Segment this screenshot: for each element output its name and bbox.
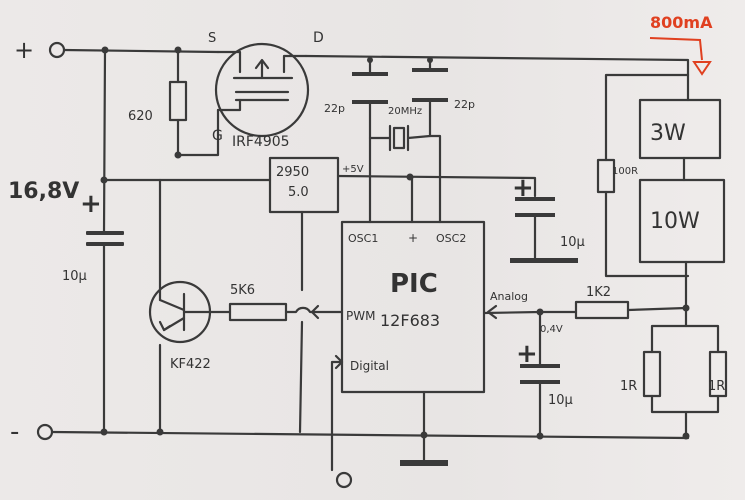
voltage-label: 16,8V — [8, 179, 79, 204]
load-series-resistor — [596, 158, 616, 194]
analog-capacitor-label: 10µ — [548, 393, 573, 408]
minus-label: - — [10, 417, 19, 447]
input-capacitor — [86, 231, 124, 246]
regulator-output-wire — [336, 174, 537, 198]
digital-input-terminal[interactable] — [335, 471, 353, 489]
transistor-label: KF422 — [170, 357, 211, 372]
led-10w — [638, 178, 726, 264]
gate-resistor-wire — [176, 48, 220, 157]
gate-resistor-label: 620 — [128, 109, 153, 124]
base-resistor — [228, 302, 288, 322]
pic-digital-label: Digital — [350, 359, 389, 373]
sense-resistor-a-label: 1R — [620, 379, 637, 394]
pic-analog-label: Analog — [490, 290, 528, 303]
current-label: 800mA — [650, 13, 713, 32]
analog-cap-plus: + — [516, 339, 538, 369]
current-arrow-head — [692, 61, 712, 76]
mosfet-source-label: S — [208, 31, 216, 46]
led-10w-label: 10W — [650, 209, 700, 234]
regulator-cap-plus: + — [512, 173, 534, 203]
pic-plus-label: + — [408, 231, 418, 245]
analog-wire — [482, 306, 688, 315]
led-3w-label: 3W — [650, 121, 686, 146]
pic-pwm-label: PWM — [346, 309, 375, 323]
pwm-wire — [284, 306, 344, 314]
input-capacitor-label: 10µ — [62, 269, 87, 284]
sense-network-wire — [650, 324, 720, 440]
npn-transistor — [148, 178, 232, 434]
ground-symbol — [400, 460, 448, 466]
load-series-resistor-label: 100R — [612, 166, 638, 177]
junction-dot — [101, 46, 109, 54]
top-rail-left — [62, 48, 220, 54]
input-cap-plus: + — [80, 189, 102, 219]
pic-title: PIC — [390, 269, 438, 299]
sense-resistor-a — [642, 350, 662, 398]
junction-dot — [156, 428, 164, 436]
mosfet-drain-label: D — [313, 30, 324, 46]
current-arrow — [649, 37, 703, 61]
junction-dot — [100, 428, 108, 436]
crystal — [368, 124, 432, 152]
regulator-output-label: +5V — [342, 164, 364, 175]
regulator-line2: 5.0 — [288, 185, 309, 200]
junction-dot — [174, 46, 182, 54]
feedback-resistor — [574, 300, 630, 320]
osc-capacitor-a — [352, 58, 388, 224]
mosfet-gate-label: G — [212, 128, 223, 144]
top-rail-right — [304, 54, 690, 77]
feedback-resistor-label: 1K2 — [586, 285, 611, 300]
pwm-arrow — [310, 304, 320, 320]
osc-capacitor-a-label: 22p — [324, 102, 345, 115]
sense-voltage-label: 0,4V — [540, 324, 563, 335]
junction-dot — [682, 432, 690, 440]
junction-dot — [427, 57, 433, 63]
base-resistor-label: 5K6 — [230, 283, 255, 298]
gate-resistor — [168, 80, 188, 122]
regulator-capacitor-label: 10µ — [560, 235, 585, 250]
load-series-wire — [604, 73, 690, 278]
led-3w — [638, 98, 722, 160]
mosfet-part-label: IRF4905 — [232, 134, 290, 150]
junction-dot — [536, 432, 544, 440]
regulator-line1: 2950 — [276, 165, 309, 180]
analog-arrow — [486, 304, 498, 320]
digital-input-wire — [330, 354, 344, 472]
left-supply-wire — [102, 48, 107, 434]
junction-dot — [174, 151, 182, 159]
junction-dot — [682, 304, 690, 312]
osc-capacitor-b — [412, 58, 448, 224]
minus-terminal[interactable] — [36, 423, 54, 441]
pic-model-label: 12F683 — [380, 311, 440, 330]
pic-osc1-label: OSC1 — [348, 232, 378, 245]
plus-label: + — [14, 36, 34, 64]
sense-resistor-b — [708, 350, 728, 398]
analog-filter-capacitor — [520, 310, 560, 438]
p-mosfet — [214, 42, 310, 138]
bottom-ground-rail — [50, 430, 690, 440]
sense-resistor-b-label: 1R — [708, 379, 725, 394]
regulator-ground-wire — [298, 210, 304, 434]
pic-osc2-label: OSC2 — [436, 232, 466, 245]
osc-capacitor-b-label: 22p — [454, 98, 475, 111]
voltage-regulator — [268, 156, 340, 214]
plus-terminal[interactable] — [48, 41, 66, 59]
regulator-output-capacitor — [510, 197, 578, 263]
crystal-label: 20MHz — [388, 106, 422, 117]
junction-dot — [420, 431, 428, 439]
junction-dot — [367, 57, 373, 63]
